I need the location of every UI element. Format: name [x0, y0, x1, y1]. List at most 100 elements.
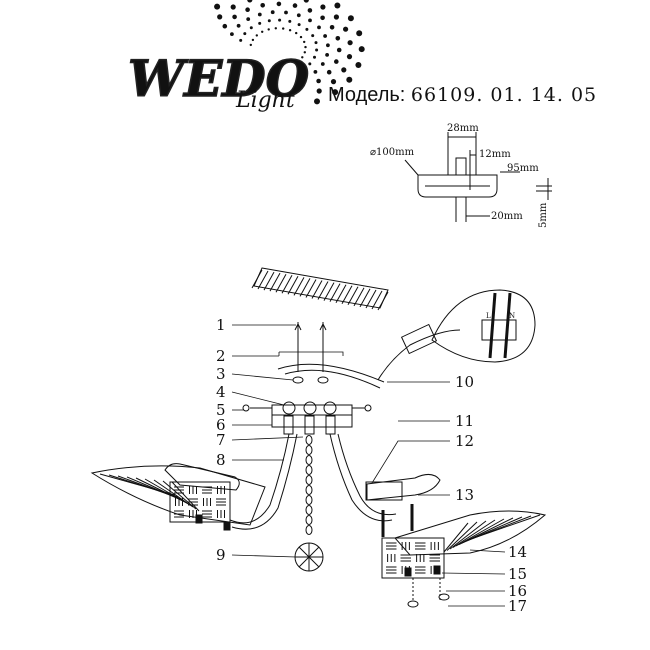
logo-dot — [358, 46, 365, 53]
wing-rib — [144, 478, 191, 506]
hatch-line — [377, 291, 389, 311]
part-label-13: 13 — [455, 486, 474, 504]
logo-dot — [347, 40, 353, 46]
hatch-line — [263, 271, 275, 291]
chain-bead — [305, 455, 313, 465]
holder-left-weave — [174, 486, 226, 518]
wing-rib — [455, 518, 505, 547]
part-label-1: 1 — [216, 316, 226, 334]
logo-dot — [346, 76, 353, 83]
logo-dot — [230, 4, 236, 10]
logo-dot — [347, 15, 354, 22]
logo-dot — [292, 3, 298, 8]
hatch-line — [299, 278, 311, 297]
hatch-line — [269, 272, 281, 292]
shade-left — [90, 465, 266, 526]
logo-dot — [270, 10, 275, 15]
wing-rib — [449, 520, 487, 550]
hatch-line — [353, 287, 365, 307]
logo-dot — [333, 14, 339, 20]
logo-dot — [236, 23, 241, 28]
dim-label-5: 5mm — [538, 202, 549, 228]
hatch-line — [359, 288, 371, 308]
magnifier-wire-1 — [488, 292, 497, 359]
logo-dot — [313, 55, 316, 59]
logo-dot — [214, 3, 221, 10]
logo-dot — [296, 13, 301, 18]
leader-3 — [231, 373, 294, 381]
holder-left-mark-2 — [223, 521, 231, 531]
arm-left-inner — [231, 433, 298, 530]
power-cable — [377, 329, 461, 381]
logo-dot — [313, 70, 318, 74]
canopy-nut-right — [323, 401, 337, 415]
hatch-line — [257, 270, 269, 290]
model-label: Модель: — [328, 84, 406, 106]
hatch-line — [305, 279, 317, 298]
logo-dot — [267, 19, 271, 23]
part-label-8: 8 — [216, 451, 226, 469]
part-label-14: 14 — [508, 543, 527, 561]
leader-14 — [469, 549, 506, 553]
part-label-6: 6 — [216, 416, 226, 434]
logo-dot — [257, 12, 262, 17]
mount-plate — [417, 174, 498, 198]
leader-4 — [231, 391, 285, 406]
mount-bracket-inner — [284, 369, 381, 389]
logo-dot — [245, 7, 250, 12]
logo-dot — [288, 29, 292, 32]
ceiling-hatch — [251, 267, 389, 311]
chain-bead — [305, 515, 313, 525]
wiring-letter-n: N — [509, 312, 515, 320]
logo-dot — [249, 43, 252, 47]
hatch-line — [341, 285, 353, 304]
chain-bead — [305, 435, 313, 445]
mount-bracket — [277, 363, 385, 383]
hatch-line — [287, 276, 299, 295]
pipe-right — [325, 415, 336, 435]
logo-dot — [301, 56, 304, 59]
arm-right — [329, 433, 393, 522]
leader-12 — [371, 440, 450, 484]
logo-dot — [311, 34, 315, 38]
logo-dot — [288, 19, 292, 23]
dimension-labels: 28mm ⌀100mm 12mm 95mm 20mm 5mm — [370, 123, 549, 228]
logo-dot — [230, 32, 234, 36]
logo-dot — [258, 21, 262, 25]
brand-logo: WEDO Light — [127, 0, 365, 113]
logo-dot — [239, 38, 243, 42]
hatch-line — [347, 286, 359, 306]
logo-dot — [217, 14, 223, 20]
chain-bead — [305, 485, 313, 495]
wing-rib — [446, 521, 478, 551]
dim-label-12: 12mm — [479, 149, 511, 160]
logo-dot — [320, 15, 325, 21]
dim-label-95: 95mm — [507, 163, 539, 174]
chain-bead — [305, 495, 313, 505]
logo-dot — [255, 34, 258, 37]
logo-dot — [320, 62, 325, 66]
wiring-magnifier — [431, 289, 536, 363]
callout-leaders — [231, 324, 506, 607]
logo-dot — [282, 27, 285, 30]
logo-dot — [336, 47, 342, 53]
chain-bead — [305, 445, 313, 455]
part-label-3: 3 — [216, 365, 226, 383]
logo-dot — [355, 62, 362, 68]
shade-left-ribs — [99, 473, 200, 512]
logo-dot — [316, 88, 322, 94]
logo-dot — [346, 54, 353, 60]
logo-dot — [317, 25, 321, 30]
part-label-12: 12 — [455, 432, 474, 450]
holder-left-mark-1 — [195, 514, 203, 524]
logo-dot — [332, 89, 339, 96]
logo-dot — [299, 35, 303, 39]
leader-9 — [231, 554, 297, 558]
bottom-nut-left — [407, 600, 419, 608]
terminal-block — [400, 323, 438, 355]
holder-right-mark-1 — [404, 567, 412, 577]
arm-left — [229, 433, 290, 524]
logo-dot — [308, 62, 312, 66]
dim-label-28: 28mm — [447, 123, 479, 134]
